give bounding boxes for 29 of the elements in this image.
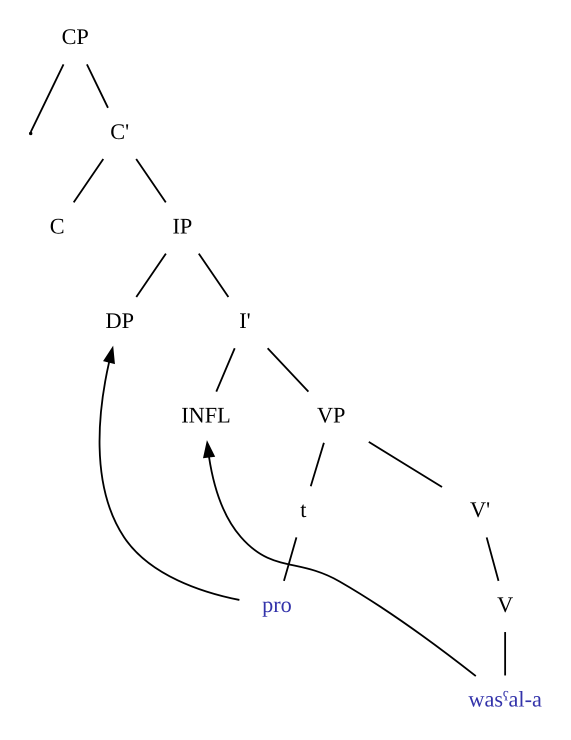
connector [368, 441, 442, 488]
node-text: C [49, 213, 64, 238]
node-text: wasˤal-a [468, 686, 542, 712]
node-text: I' [238, 308, 250, 333]
connector [29, 64, 64, 132]
connector [198, 253, 229, 298]
node-text: VP [316, 402, 345, 428]
connector [309, 442, 324, 486]
node-text: t [300, 497, 306, 522]
arrow [98, 346, 240, 601]
node-point [28, 132, 32, 136]
arrow [202, 440, 476, 677]
node-text: DP [105, 308, 134, 333]
node-text: CP [61, 24, 88, 50]
connector [485, 537, 499, 582]
connector [134, 158, 166, 203]
connector [282, 537, 297, 582]
connector [72, 158, 104, 203]
node-text: C' [110, 118, 129, 144]
connector [86, 64, 108, 108]
node-text: V' [470, 497, 490, 522]
node-text: V [496, 592, 513, 617]
node-text: IP [172, 213, 192, 238]
connector [504, 632, 506, 676]
node-text: INFL [180, 402, 230, 428]
connector [214, 348, 236, 392]
node-text: pro [262, 592, 292, 617]
connector [266, 348, 309, 392]
connector [135, 253, 166, 298]
